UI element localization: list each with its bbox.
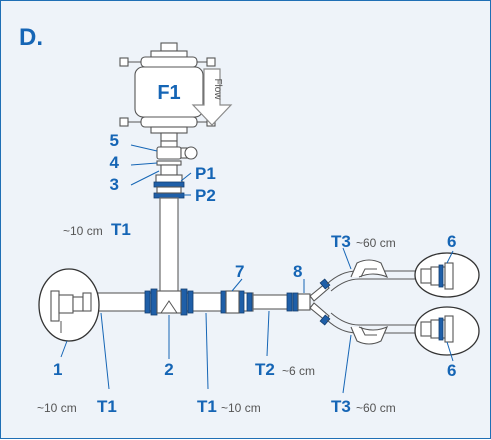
t3-top-label: T3 <box>331 232 351 251</box>
t1-middle-length: ~10 cm <box>221 401 261 415</box>
part-1-label: 1 <box>53 360 62 379</box>
bag-port-6-upper <box>414 252 480 298</box>
adapter-3 <box>160 164 178 176</box>
t1-left-length: ~10 cm <box>37 401 77 415</box>
t2-length: ~6 cm <box>282 364 315 378</box>
flow-label: Flow <box>212 78 223 100</box>
leader-lines <box>60 144 454 394</box>
clamp-p2-label: P2 <box>195 186 216 205</box>
y-connector-8-label: 8 <box>293 262 302 281</box>
tee-connector-2 <box>156 290 182 314</box>
washer-4 <box>156 160 182 166</box>
t2-label: T2 <box>255 360 275 379</box>
tube-t3-upper <box>326 259 421 292</box>
clamp-p1 <box>153 174 185 199</box>
t1-left-label: T1 <box>97 397 117 416</box>
t3-bottom-label: T3 <box>331 397 351 416</box>
part-6-bottom-label: 6 <box>447 361 456 380</box>
t3-top-length: ~60 cm <box>356 236 396 250</box>
part-4-label: 4 <box>110 153 120 172</box>
filter-f1: F1 <box>119 42 216 142</box>
panel-letter: D. <box>19 24 43 51</box>
tube-t3-lower <box>326 312 421 345</box>
tube-t2 <box>252 294 292 310</box>
part-3-label: 3 <box>110 175 119 194</box>
bag-port-1 <box>38 268 100 342</box>
tee-2-label: 2 <box>164 360 173 379</box>
y-connector-8 <box>297 278 331 326</box>
bag-port-6-lower <box>414 306 480 356</box>
f1-label: F1 <box>157 82 180 104</box>
flow-arrow: Flow <box>191 68 233 126</box>
part-6-top-label: 6 <box>447 232 456 251</box>
part-5-label: 5 <box>110 131 119 150</box>
t1-vertical-length: ~10 cm <box>63 224 103 238</box>
t1-vertical-label: T1 <box>111 220 131 239</box>
connector-7 <box>225 290 240 314</box>
clamp-p1-label: P1 <box>195 164 216 183</box>
connector-7-label: 7 <box>235 262 244 281</box>
luer-valve-5 <box>156 140 198 160</box>
t1-middle-label: T1 <box>197 397 217 416</box>
t3-bottom-length: ~60 cm <box>356 401 396 415</box>
tube-t1-vertical <box>159 197 179 294</box>
